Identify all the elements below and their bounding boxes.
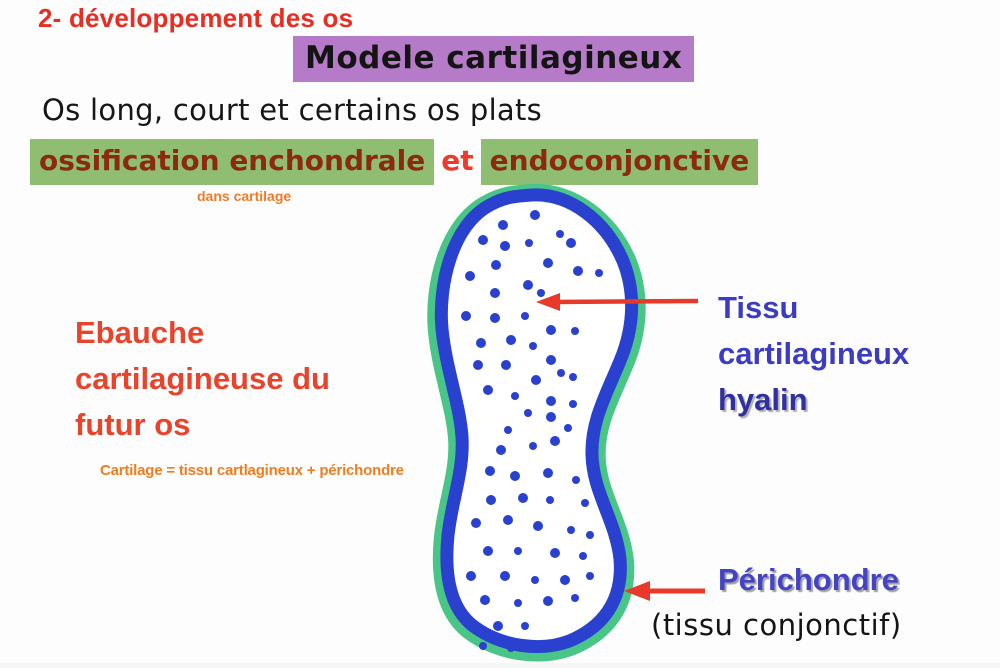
chondrocyte-dots [461,195,603,652]
cartilage-definition-note: Cartilage = tissu cartlagineux + péricho… [100,462,404,479]
model-cartilagineux-label: Modele cartilagineux [305,40,683,76]
cartilage-blue-outline [434,188,639,654]
model-cartilagineux-highlight: Modele cartilagineux [293,36,695,82]
perichondre-label: Périchondre [718,562,899,597]
endoconjonctive-highlight: endoconjonctive [480,139,759,185]
tissu-conjonctif-label: (tissu conjonctif) [651,608,902,642]
tissu-cartilagineux-label: Tissu cartilagineux hyalin [718,285,909,423]
ebauche-line-1: Ebauche [75,315,205,350]
et-word: et [441,144,474,177]
dans-cartilage-note: dans cartilage [197,188,292,204]
ebauche-line-2: cartilagineuse du [75,361,330,396]
ebauche-label: Ebauche cartilagineuse du futur os [75,310,330,448]
tissu-label-line-3: hyalin [718,382,808,417]
tissu-label-line-1: Tissu [718,290,799,325]
ebauche-line-3: futur os [75,407,191,442]
ossification-enchondrale-highlight: ossification enchondrale [30,139,435,185]
cartilage-model-drawing [427,183,646,662]
slide-title: 2- développement des os [38,3,354,33]
tissu-label-line-2: cartilagineux [718,336,910,371]
slide-bottom-edge [0,663,1000,668]
bone-types-line: Os long, court et certains os plats [42,93,543,127]
